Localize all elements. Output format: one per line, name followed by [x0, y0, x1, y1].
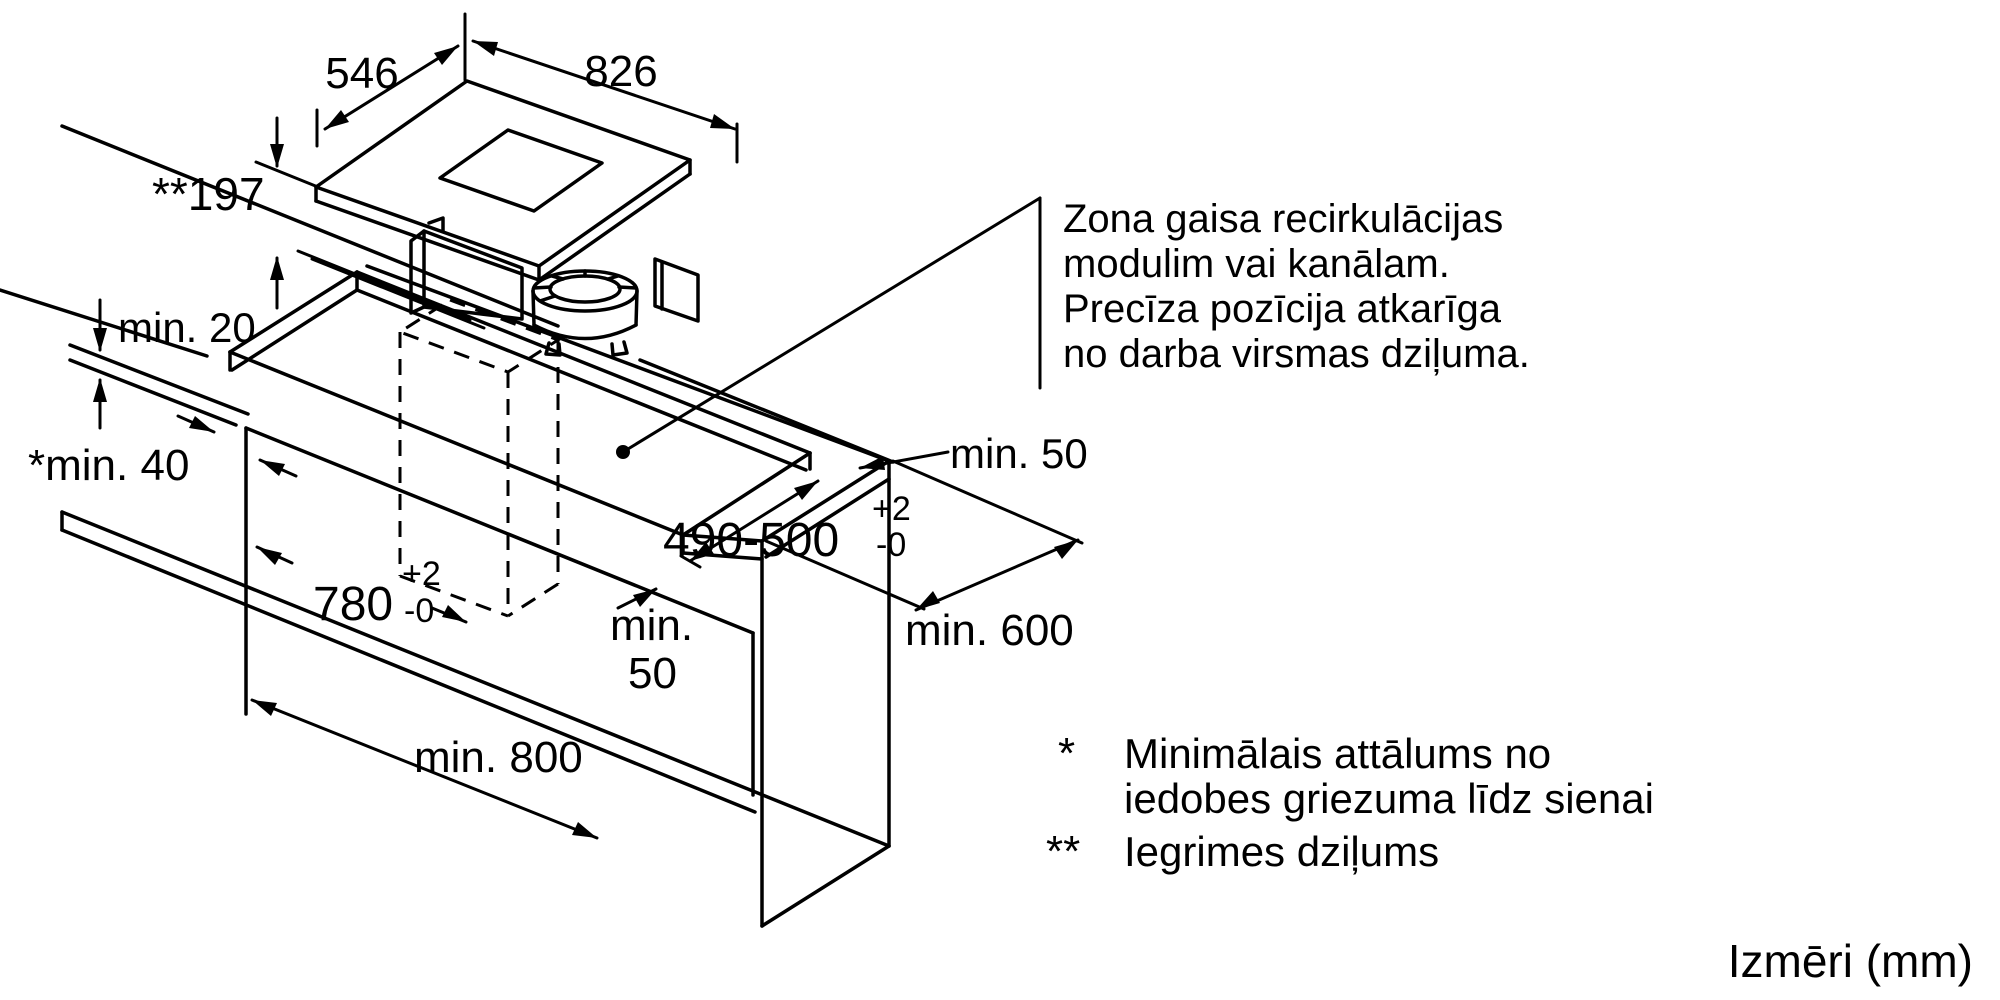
label-cutout-depth-tol-minus: -0 — [876, 526, 906, 564]
label-cutout-depth-tol-plus: +2 — [872, 490, 911, 528]
ventilation-module — [409, 216, 700, 323]
dim-546 — [315, 12, 467, 148]
dimensions — [93, 12, 1084, 840]
dim-780 — [255, 545, 468, 624]
label-worktop-depth: min. 600 — [905, 606, 1074, 655]
dim-min50-right — [858, 450, 950, 470]
worktop-left-strip — [68, 343, 250, 427]
footnote-2-text: Iegrimes dziļums — [1124, 828, 1439, 875]
label-center-clearance-2: 50 — [628, 649, 677, 698]
footnote-1-line2: iedobes griezuma līdz sienai — [1124, 775, 1654, 822]
dim-min40 — [176, 414, 298, 478]
label-center-clearance-1: min. — [610, 601, 693, 650]
label-cutout-width-tol-minus: -0 — [404, 592, 434, 630]
label-recess-depth: **197 — [152, 168, 265, 220]
zone-note-line1: Zona gaisa recirkulācijas — [1063, 197, 1503, 241]
footnote-marker-1: * — [1058, 729, 1075, 778]
dim-min600 — [764, 459, 1084, 612]
zone-note-line4: no darba virsmas dziļuma. — [1063, 332, 1530, 376]
label-wall-gap: min. 20 — [118, 304, 256, 351]
wall-lines — [0, 124, 895, 464]
label-side-clearance: *min. 40 — [28, 441, 189, 490]
units-label: Izmēri (mm) — [1728, 935, 1973, 987]
dim-min800 — [250, 698, 599, 840]
blower-fan-icon — [531, 269, 639, 357]
label-top-width: 826 — [584, 47, 657, 96]
cabinet — [60, 426, 891, 928]
footnote-marker-2: ** — [1046, 827, 1080, 876]
dim-826 — [471, 39, 739, 164]
label-cabinet-width: min. 800 — [414, 733, 583, 782]
recirculation-zone-dashed-box — [396, 298, 562, 618]
footnote-1-line1: Minimālais attālums no — [1124, 730, 1551, 777]
hob-vent-grid — [438, 128, 604, 213]
label-cutout-depth: 490-500 — [663, 514, 839, 567]
label-right-clearance: min. 50 — [950, 430, 1088, 477]
label-top-depth: 546 — [325, 49, 398, 98]
label-cutout-width-tol-plus: +2 — [402, 555, 441, 593]
dim-min20 — [93, 298, 107, 430]
zone-leader-line — [616, 196, 1042, 459]
hob-top — [314, 79, 692, 282]
dim-490-500 — [679, 479, 820, 569]
zone-note-line2: modulim vai kanālam. — [1063, 242, 1450, 286]
dim-min50-center — [616, 587, 658, 610]
dim-197 — [254, 116, 486, 330]
zone-note: Zona gaisa recirkulācijas modulim vai ka… — [1063, 197, 1530, 376]
labels: 546 826 **197 min. 20 *min. 40 min. 50 4… — [28, 47, 1088, 782]
worktop-cutout — [228, 270, 812, 537]
scene-linework — [0, 79, 895, 928]
zone-note-line3: Precīza pozīcija atkarīga — [1063, 287, 1502, 331]
footnotes: * Minimālais attālums no iedobes griezum… — [1046, 729, 1654, 876]
label-cutout-width: 780 — [313, 578, 393, 631]
